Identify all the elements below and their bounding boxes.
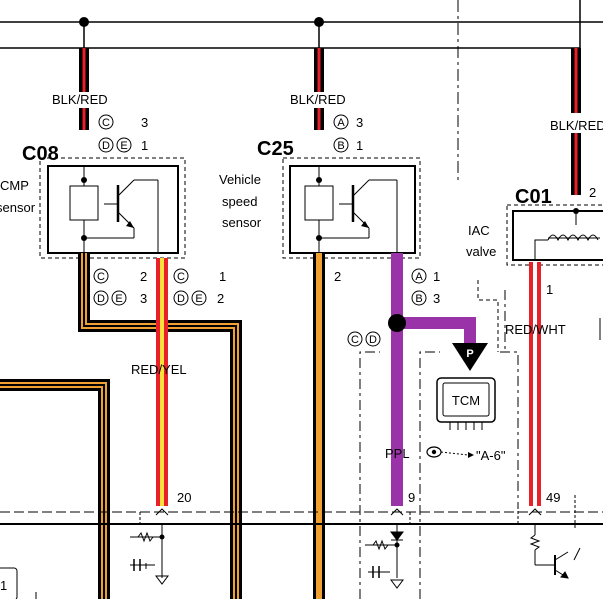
ecm-boundary [0,495,603,530]
wire-blk-red-c01 [571,48,581,195]
ecm-internal-49 [529,524,581,579]
ecm-pin-9: 9 [408,490,415,505]
branch-code-cd: C D [347,331,381,347]
wire-red-yel [156,258,168,506]
ecm-internal-9 [365,524,404,589]
svg-text:3: 3 [141,115,148,130]
wire-red-wht [529,262,541,506]
connector-id: C25 [257,138,294,160]
wire-label-ppl: PPL [385,446,410,461]
connector-c08: C08 CMP sensor C 3 D E 1 [0,114,226,306]
svg-text:B: B [337,140,344,152]
wire-label-blk-red: BLK/RED [550,118,603,133]
wire-label-red-wht: RED/WHT [505,322,566,337]
svg-text:C: C [102,117,110,129]
left-edge-component: 1 [0,567,37,599]
ecm-pin-20: 20 [177,490,191,505]
tcm-module-icon: TCM [436,377,496,430]
svg-text:3: 3 [140,291,147,306]
component-name: valve [466,244,496,259]
wire-ppl: P [388,253,488,506]
svg-text:1: 1 [0,578,7,593]
svg-text:1: 1 [141,138,148,153]
svg-text:D: D [369,334,377,346]
pin-code-c-1: C 1 [173,268,226,284]
wire-label-red-yel: RED/YEL [131,362,187,377]
svg-text:2: 2 [217,291,224,306]
connector-c01: C01 2 IAC valve 1 [466,185,603,297]
svg-text:1: 1 [433,269,440,284]
tcm-arrow [452,343,488,371]
svg-text:E: E [195,293,202,305]
component-name: speed [222,194,257,209]
pin-code-c-2: C 2 [93,268,147,284]
pin-code-de-1: D E 1 [98,137,148,153]
wire-c25-ground [313,253,325,599]
pin-code-b-1: B 1 [333,137,363,153]
component-name: Vehicle [219,172,261,187]
component-name: sensor [0,200,36,215]
component-name: sensor [222,215,262,230]
svg-text:A: A [337,117,345,129]
pin-code-de-2: D E 2 [173,290,224,306]
svg-text:B: B [415,293,422,305]
ecm-internal-20 [130,524,169,585]
top-bus [0,0,603,180]
pin-code-a-3: A 3 [333,114,363,130]
component-name: IAC [468,223,490,238]
svg-text:C: C [97,271,105,283]
wire-blk-red-c25 [314,48,324,130]
svg-text:3: 3 [356,115,363,130]
pin-code-c-3: C 3 [98,114,148,130]
connector-id: C08 [22,143,59,165]
tcm-reference: "A-6" [476,448,506,463]
splice-dot [388,314,406,332]
pin-code-de-3: D E 3 [93,290,147,306]
tcm-label: TCM [452,393,480,408]
svg-text:C: C [351,334,359,346]
svg-text:2: 2 [140,269,147,284]
terminal-chevrons [155,508,542,516]
pin-code-a-1: A 1 [411,268,440,284]
component-name: CMP [0,178,29,193]
eye-icon [426,446,474,458]
pin-number: 2 [334,269,341,284]
wire-blk-red-c08 [79,48,89,130]
arrow-letter: P [466,348,473,360]
svg-text:C: C [177,271,185,283]
svg-text:D: D [102,140,110,152]
wire-label-blk-red: BLK/RED [52,92,108,107]
svg-text:E: E [115,293,122,305]
splice-dot [79,17,89,27]
svg-text:E: E [120,140,127,152]
svg-text:D: D [97,293,105,305]
svg-text:A: A [415,271,423,283]
ecm-pin-49: 49 [546,490,560,505]
pin-code-b-3: B 3 [411,290,440,306]
pin-number: 2 [589,185,596,200]
wire-label-blk-red: BLK/RED [290,92,346,107]
pin-number: 1 [546,282,553,297]
svg-text:1: 1 [356,138,363,153]
tcm-region [359,280,519,599]
svg-text:3: 3 [433,291,440,306]
svg-text:D: D [177,293,185,305]
connector-id: C01 [515,186,552,208]
connector-c25: C25 Vehicle speed sensor A 3 B 1 2 [219,114,440,306]
splice-dot [314,17,324,27]
svg-text:1: 1 [219,269,226,284]
